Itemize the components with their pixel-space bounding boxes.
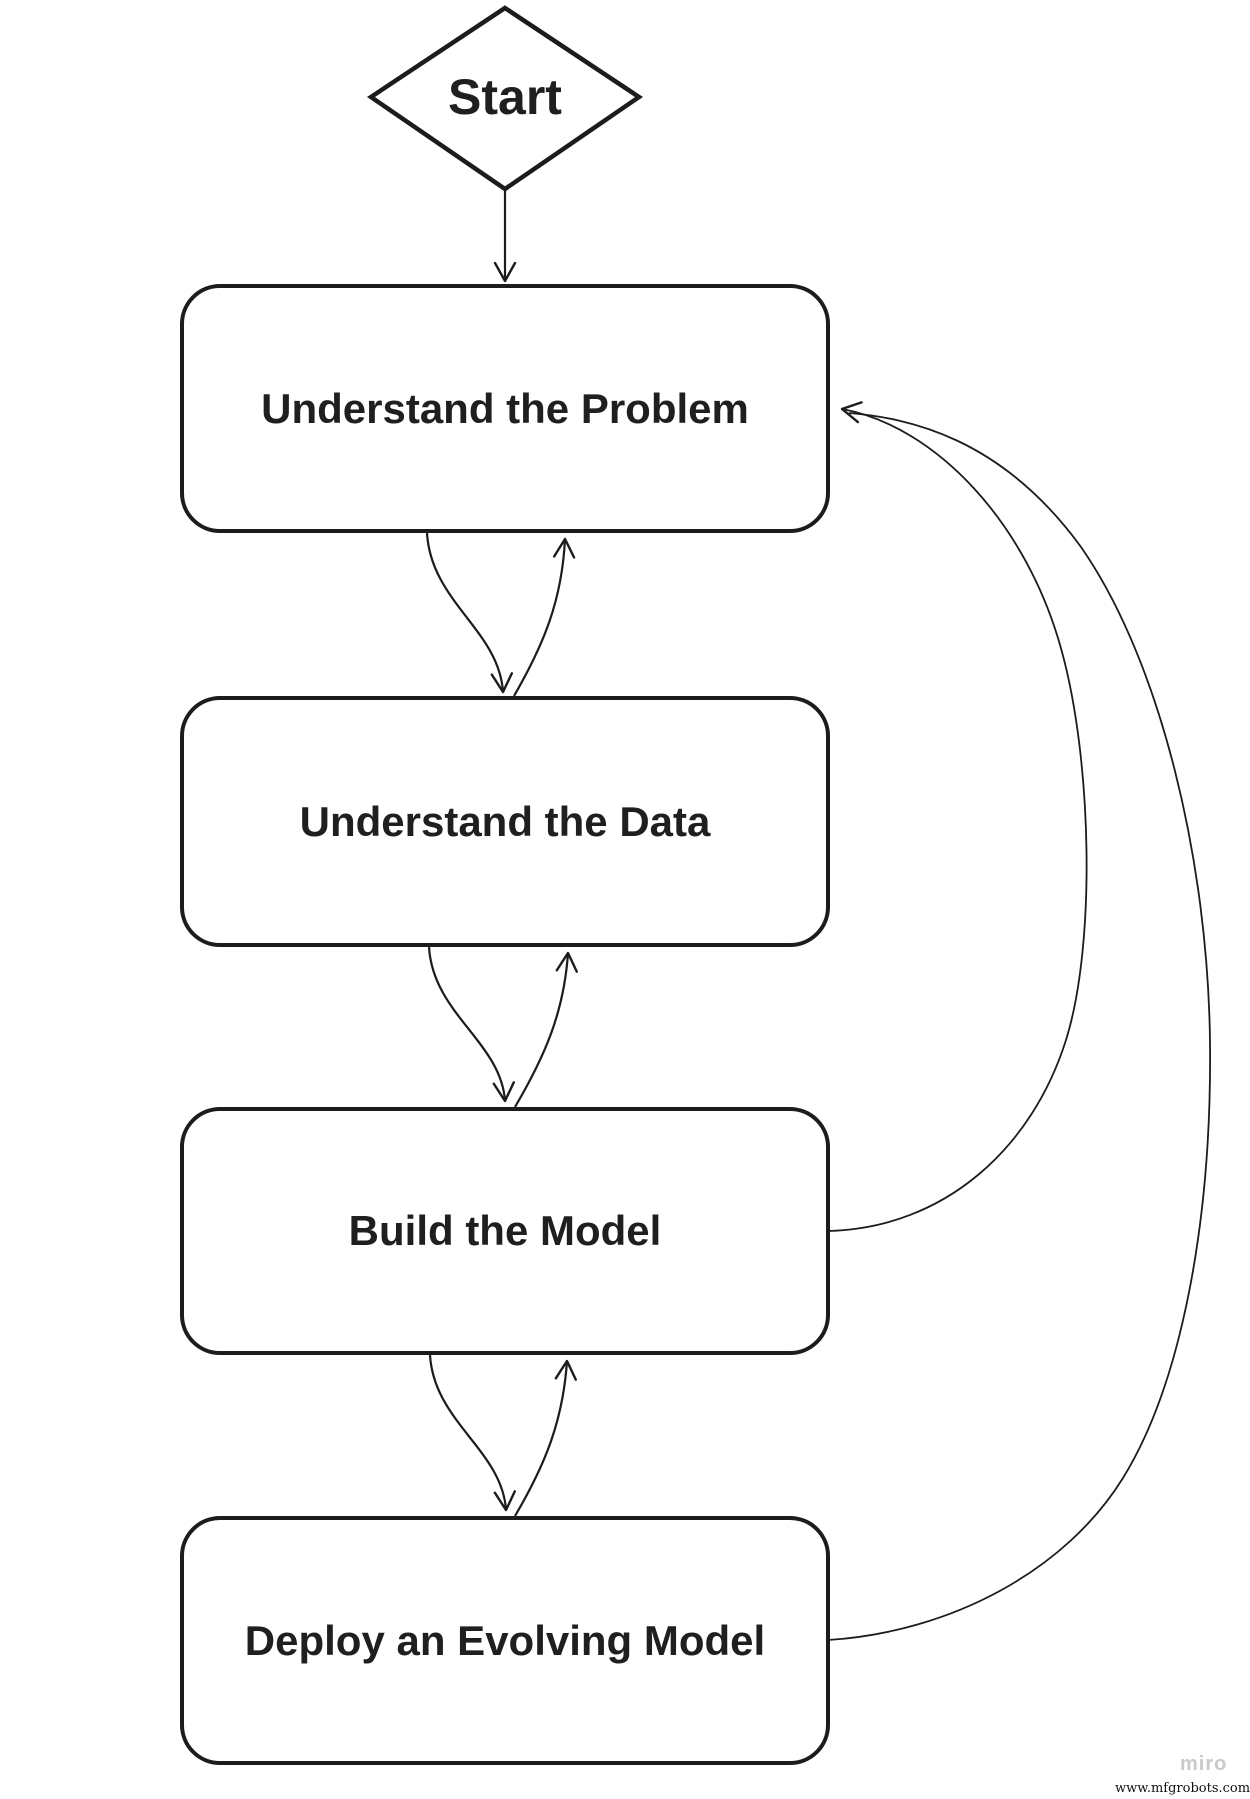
edge-data-to-problem: [513, 537, 576, 697]
node-deploy-evolving-model: [180, 1516, 830, 1765]
edge-build-to-problem-feedback: [827, 401, 1088, 1232]
edge-problem-to-data: [425, 532, 514, 694]
edge-deploy-to-problem-feedback: [827, 412, 1211, 1641]
site-url: www.mfgrobots.com: [1115, 1781, 1250, 1796]
edge-build-to-data: [514, 951, 578, 1108]
node-build-model: [180, 1107, 830, 1355]
edge-data-to-build: [427, 946, 515, 1103]
edge-build-to-deploy: [428, 1354, 516, 1512]
edge-deploy-to-build: [514, 1359, 577, 1517]
miro-watermark: miro: [1180, 1753, 1228, 1775]
node-understand-data: [180, 696, 830, 947]
node-start-diamond: [366, 5, 644, 192]
node-understand-problem: [180, 284, 830, 533]
